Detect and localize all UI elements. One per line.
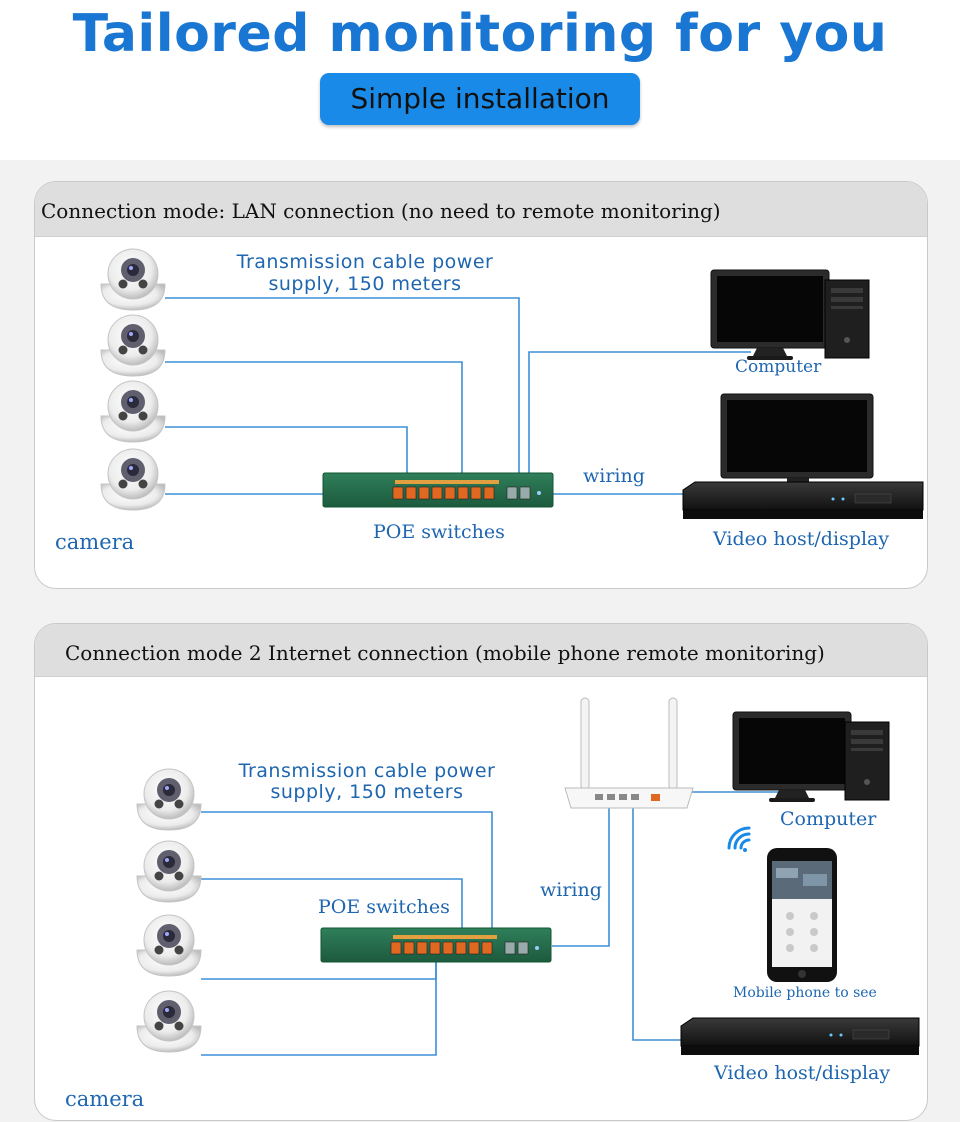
poe-switch-icon — [322, 472, 554, 508]
header: Tailored monitoring for you Simple insta… — [0, 0, 960, 160]
monitor-icon — [732, 711, 852, 802]
poe-switch-icon — [320, 927, 552, 963]
pc-tower-icon — [824, 279, 870, 359]
lan-cable-text-line2: supply, 150 meters — [268, 273, 462, 295]
router-icon — [564, 697, 694, 809]
cable-cam2 — [165, 361, 463, 479]
monitor-icon — [710, 269, 830, 360]
nvr-recorder-icon — [682, 481, 924, 519]
internet-cable-text-line2: supply, 150 meters — [270, 781, 464, 803]
cable-cam2 — [201, 878, 463, 928]
internet-diagram — [136, 697, 920, 1056]
dome-camera-icon — [100, 314, 166, 377]
dome-camera-icon — [136, 840, 202, 903]
internet-video-label: Video host/display — [714, 1062, 891, 1084]
dome-camera-icon — [136, 768, 202, 831]
internet-computer-label: Computer — [780, 808, 877, 830]
smartphone-icon — [767, 848, 837, 982]
lan-wiring-label: wiring — [583, 465, 645, 487]
wifi-icon — [727, 826, 751, 852]
internet-connection-panel: Connection mode 2 Internet connection (m… — [34, 623, 928, 1121]
dome-camera-icon — [100, 248, 166, 311]
dome-camera-icon — [136, 914, 202, 977]
internet-cables — [201, 791, 795, 1056]
lan-connection-panel: Connection mode: LAN connection (no need… — [34, 181, 928, 589]
lan-computer-label: Computer — [735, 357, 822, 377]
lan-cables — [165, 297, 751, 495]
pc-tower-icon — [844, 721, 890, 801]
lan-diagram — [100, 248, 924, 519]
simple-installation-badge: Simple installation — [320, 73, 640, 125]
lan-cable-text-line1: Transmission cable power — [236, 251, 494, 273]
cable-cam4 — [201, 957, 437, 1056]
lan-panel-heading: Connection mode: LAN connection (no need… — [35, 182, 927, 237]
cable-cam1 — [201, 811, 493, 928]
internet-panel-heading: Connection mode 2 Internet connection (m… — [35, 624, 927, 677]
lan-video-label: Video host/display — [713, 528, 890, 550]
internet-camera-label: camera — [65, 1087, 145, 1111]
internet-wiring-label: wiring — [540, 879, 602, 901]
cable-router-video — [632, 807, 681, 1041]
dome-camera-icon — [100, 380, 166, 443]
internet-phone-label: Mobile phone to see — [733, 985, 877, 1001]
page-title: Tailored monitoring for you — [72, 4, 888, 64]
internet-switch-label: POE switches — [318, 896, 450, 918]
dome-camera-icon — [136, 990, 202, 1053]
lan-switch-label: POE switches — [373, 521, 505, 543]
cable-cam3 — [165, 426, 408, 479]
nvr-recorder-icon — [680, 1017, 920, 1055]
dome-camera-icon — [100, 448, 166, 511]
cable-cam1 — [165, 297, 520, 479]
lan-camera-label: camera — [55, 530, 135, 554]
cable-computer — [528, 351, 751, 479]
internet-cable-text-line1: Transmission cable power — [238, 760, 496, 782]
cable-switch-router — [552, 807, 610, 947]
monitor-icon — [720, 393, 874, 490]
